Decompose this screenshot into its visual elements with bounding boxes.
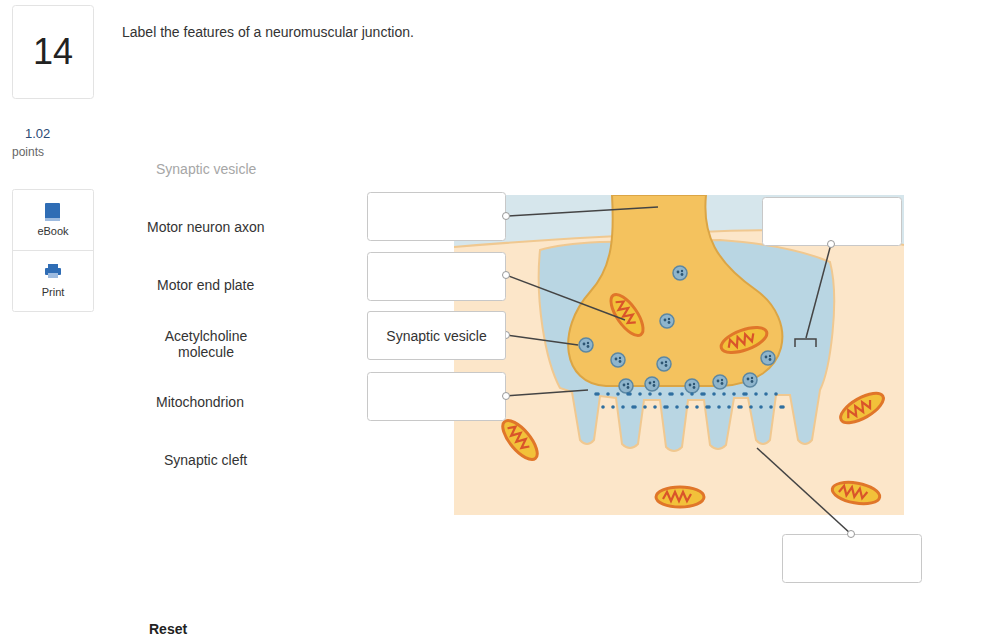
node-text: eBook	[37, 225, 68, 237]
word-bank-item: Synaptic vesicle	[156, 161, 256, 177]
junction-illustration	[454, 195, 904, 515]
word-bank-item: Synaptic cleft	[164, 452, 247, 468]
word-bank-item: Motor neuron axon	[147, 219, 265, 235]
tool-panel	[13, 190, 94, 312]
question-number-box	[13, 6, 94, 99]
anchor-dot	[503, 213, 855, 538]
panel-divider	[13, 250, 93, 251]
leader-line	[506, 207, 851, 534]
points-unit: points	[12, 144, 44, 160]
node-text: Synaptic vesicle	[386, 328, 486, 344]
node-text: Print	[42, 286, 65, 298]
word-bank-item: Acetylcholine molecule	[154, 328, 258, 360]
question-title: Label the features of a neuromuscular ju…	[122, 24, 414, 40]
print-button: Print	[13, 283, 93, 301]
word-bank-item: Motor end plate	[157, 277, 254, 293]
word-bank-item: Mitochondrion	[156, 394, 244, 410]
ebook-icon	[45, 203, 60, 221]
node-text: 14	[33, 31, 73, 73]
reset-button: Reset	[149, 621, 187, 637]
question-number: 14	[13, 6, 93, 98]
points-value: 1.02	[25, 126, 50, 142]
answer-box: Synaptic vesicle	[367, 311, 506, 360]
print-icon	[45, 264, 61, 278]
ebook-button: eBook	[13, 222, 93, 240]
answer-box	[368, 193, 922, 583]
